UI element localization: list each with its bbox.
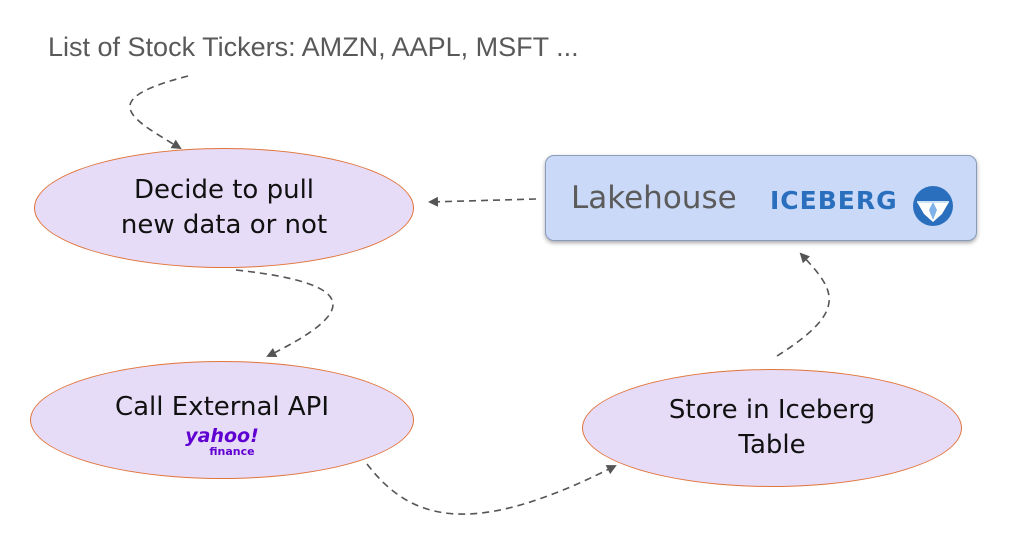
store-node-line2: Table: [738, 430, 806, 460]
arrow-lakehouse-to-decide: [428, 196, 537, 207]
iceberg-logo-icon: [913, 186, 953, 226]
iceberg-wordmark: ICEBERG: [770, 186, 898, 215]
arrow-store-to-lakehouse: [776, 252, 830, 357]
store-node-line1: Store in Iceberg: [668, 395, 876, 425]
arrow-tickers-to-decide: [129, 75, 189, 150]
arrow-decide-to-call: [235, 269, 334, 357]
decide-node: Decide to pull new data or not: [34, 148, 414, 268]
decide-node-line1: Decide to pull: [133, 175, 315, 205]
lakehouse-label: Lakehouse: [571, 180, 737, 216]
lakehouse-box: Lakehouse ICEBERG: [545, 155, 977, 241]
store-node: Store in Iceberg Table: [582, 369, 962, 487]
yahoo-word: yahoo!: [185, 425, 259, 447]
yahoo-finance-sub: finance: [209, 445, 254, 458]
tickers-list-text: List of Stock Tickers: AMZN, AAPL, MSFT …: [48, 32, 579, 62]
call-api-label: Call External API: [114, 391, 330, 422]
arrow-call-to-store: [366, 463, 617, 515]
call-api-node: Call External API yahoo! finance: [30, 361, 414, 479]
yahoo-finance-logo: yahoo! finance: [185, 425, 259, 458]
decide-node-line2: new data or not: [120, 210, 328, 240]
